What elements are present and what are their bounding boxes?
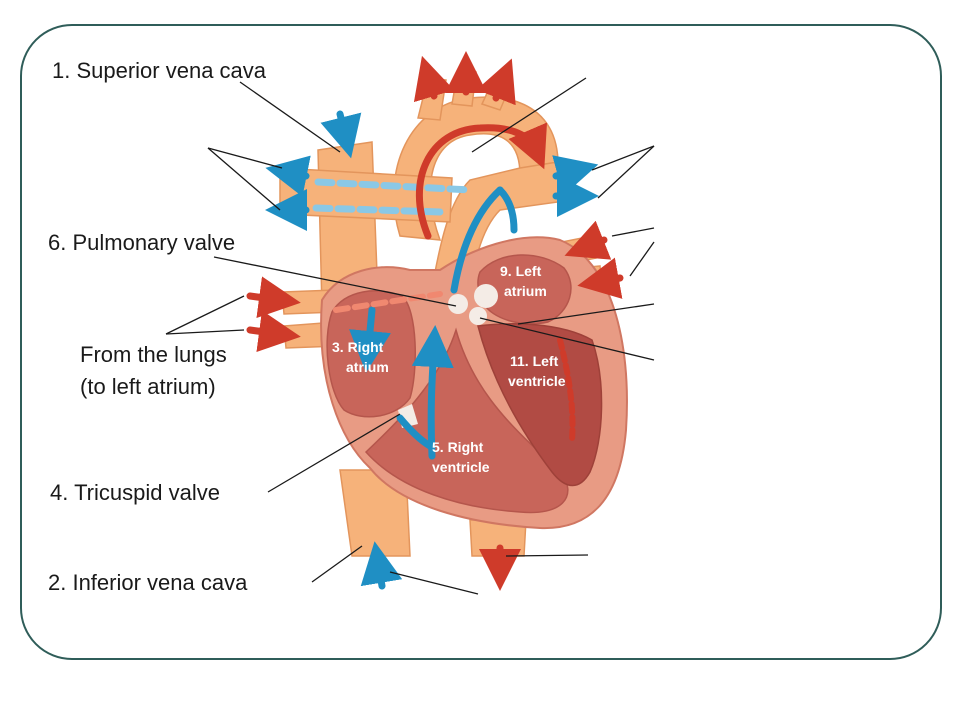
label-right-ventricle-name: ventricle <box>432 459 490 475</box>
leader-aortic-valve <box>479 317 655 361</box>
leader-pulmonary-veins-right-2 <box>629 241 655 277</box>
leader-from-upper-2 <box>207 147 281 211</box>
aortic-valve-shape <box>469 307 487 325</box>
lung-left-arrow-upper <box>265 155 311 197</box>
leader-ivc-arrow <box>389 571 479 595</box>
leader-lungs-right-1 <box>591 145 655 171</box>
slide-frame <box>20 24 942 660</box>
label-right-atrium-num: 3. Right <box>332 339 384 355</box>
leader-inferior-vena-cava <box>311 545 363 583</box>
blood-flow <box>246 51 624 591</box>
label-left-atrium-num: 9. Left <box>500 263 542 279</box>
right-ventricle-flow-arrow <box>411 325 454 460</box>
label-from-lungs-line1: From the lungs <box>80 342 227 367</box>
leader-descending-aorta <box>505 554 589 557</box>
left-ventricle-flow-arrow <box>557 337 576 443</box>
pulmonary-trunk-flow-arrow <box>450 186 504 294</box>
leader-from-lungs-1 <box>165 295 245 335</box>
labels: 1. Superior vena cava 6. Pulmonary valve… <box>48 58 566 595</box>
label-right-ventricle-num: 5. Right <box>432 439 484 455</box>
label-superior-vena-cava: 1. Superior vena cava <box>52 58 267 83</box>
leader-superior-vena-cava <box>239 81 341 153</box>
label-tricuspid-valve: 4. Tricuspid valve <box>50 480 220 505</box>
pulmonary-branch-right-arrow <box>496 186 518 234</box>
label-left-atrium-name: atrium <box>504 283 547 299</box>
label-pulmonary-valve: 6. Pulmonary valve <box>48 230 235 255</box>
leader-from-lungs-2 <box>165 329 245 335</box>
ivc-flow-arrow <box>360 541 403 590</box>
lung-vein-left-arrow-upper <box>246 276 301 319</box>
leader-tricuspid-valve <box>267 413 401 493</box>
pulmonary-artery-dashed <box>314 178 474 194</box>
left-ventricle-chamber <box>477 323 603 487</box>
leader-mitral-valve <box>517 303 655 325</box>
aortic-arch-flow-arrow <box>415 122 548 240</box>
label-left-ventricle-num: 11. Left <box>510 353 559 369</box>
lung-vein-left-arrow-lower <box>246 310 301 353</box>
label-from-lungs-line2: (to left atrium) <box>80 374 216 399</box>
tricuspid-flow-arrow <box>396 414 434 450</box>
heart-body <box>320 236 628 530</box>
lung-vein-right-arrow-upper <box>564 220 612 260</box>
mitral-valve-shape <box>474 284 498 308</box>
right-atrium-flow-arrow <box>349 306 391 373</box>
pulmonary-vein-dashed <box>333 291 443 313</box>
leader-aorta <box>471 77 587 153</box>
leader-lungs-right-2 <box>597 145 655 199</box>
leader-lines <box>165 77 655 595</box>
svc-flow-arrow <box>320 110 362 159</box>
label-inferior-vena-cava: 2. Inferior vena cava <box>48 570 248 595</box>
leader-from-upper-1 <box>207 147 283 169</box>
aortic-branch-arrow-3 <box>476 58 516 106</box>
pulmonary-valve-shape <box>448 294 468 314</box>
label-right-atrium-name: atrium <box>346 359 389 375</box>
leader-pulmonary-veins-right-1 <box>611 227 655 237</box>
aortic-branch-arrow-1 <box>413 55 455 103</box>
lung-vein-right-arrow-lower <box>577 257 624 299</box>
label-left-ventricle-name: ventricle <box>508 373 566 389</box>
leader-pulmonary-valve <box>213 256 457 307</box>
